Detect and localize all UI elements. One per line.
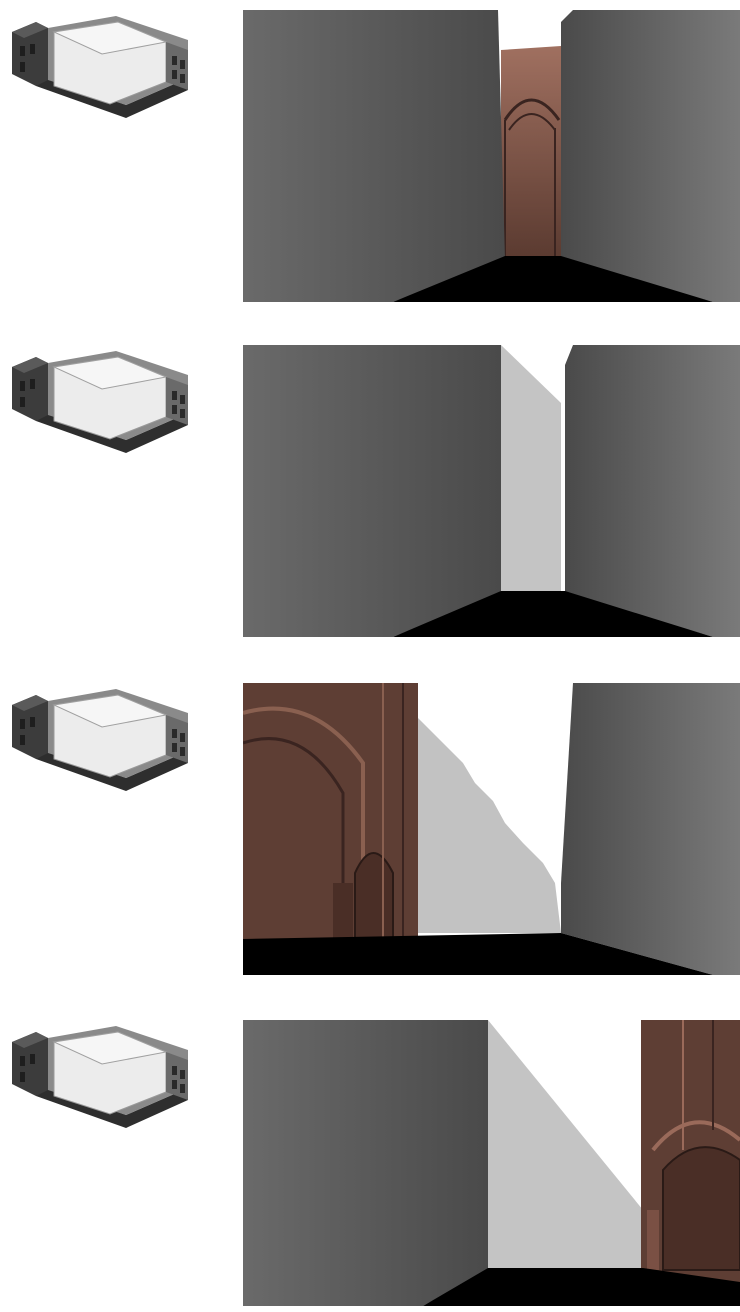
perspective-render xyxy=(243,345,740,637)
perspective-render xyxy=(243,10,740,302)
isometric-model-thumbnail xyxy=(6,683,196,793)
isometric-model-thumbnail xyxy=(6,345,196,455)
perspective-render xyxy=(243,1020,740,1312)
isometric-model-thumbnail xyxy=(6,10,196,120)
perspective-render xyxy=(243,683,740,975)
isometric-model-thumbnail xyxy=(6,1020,196,1130)
